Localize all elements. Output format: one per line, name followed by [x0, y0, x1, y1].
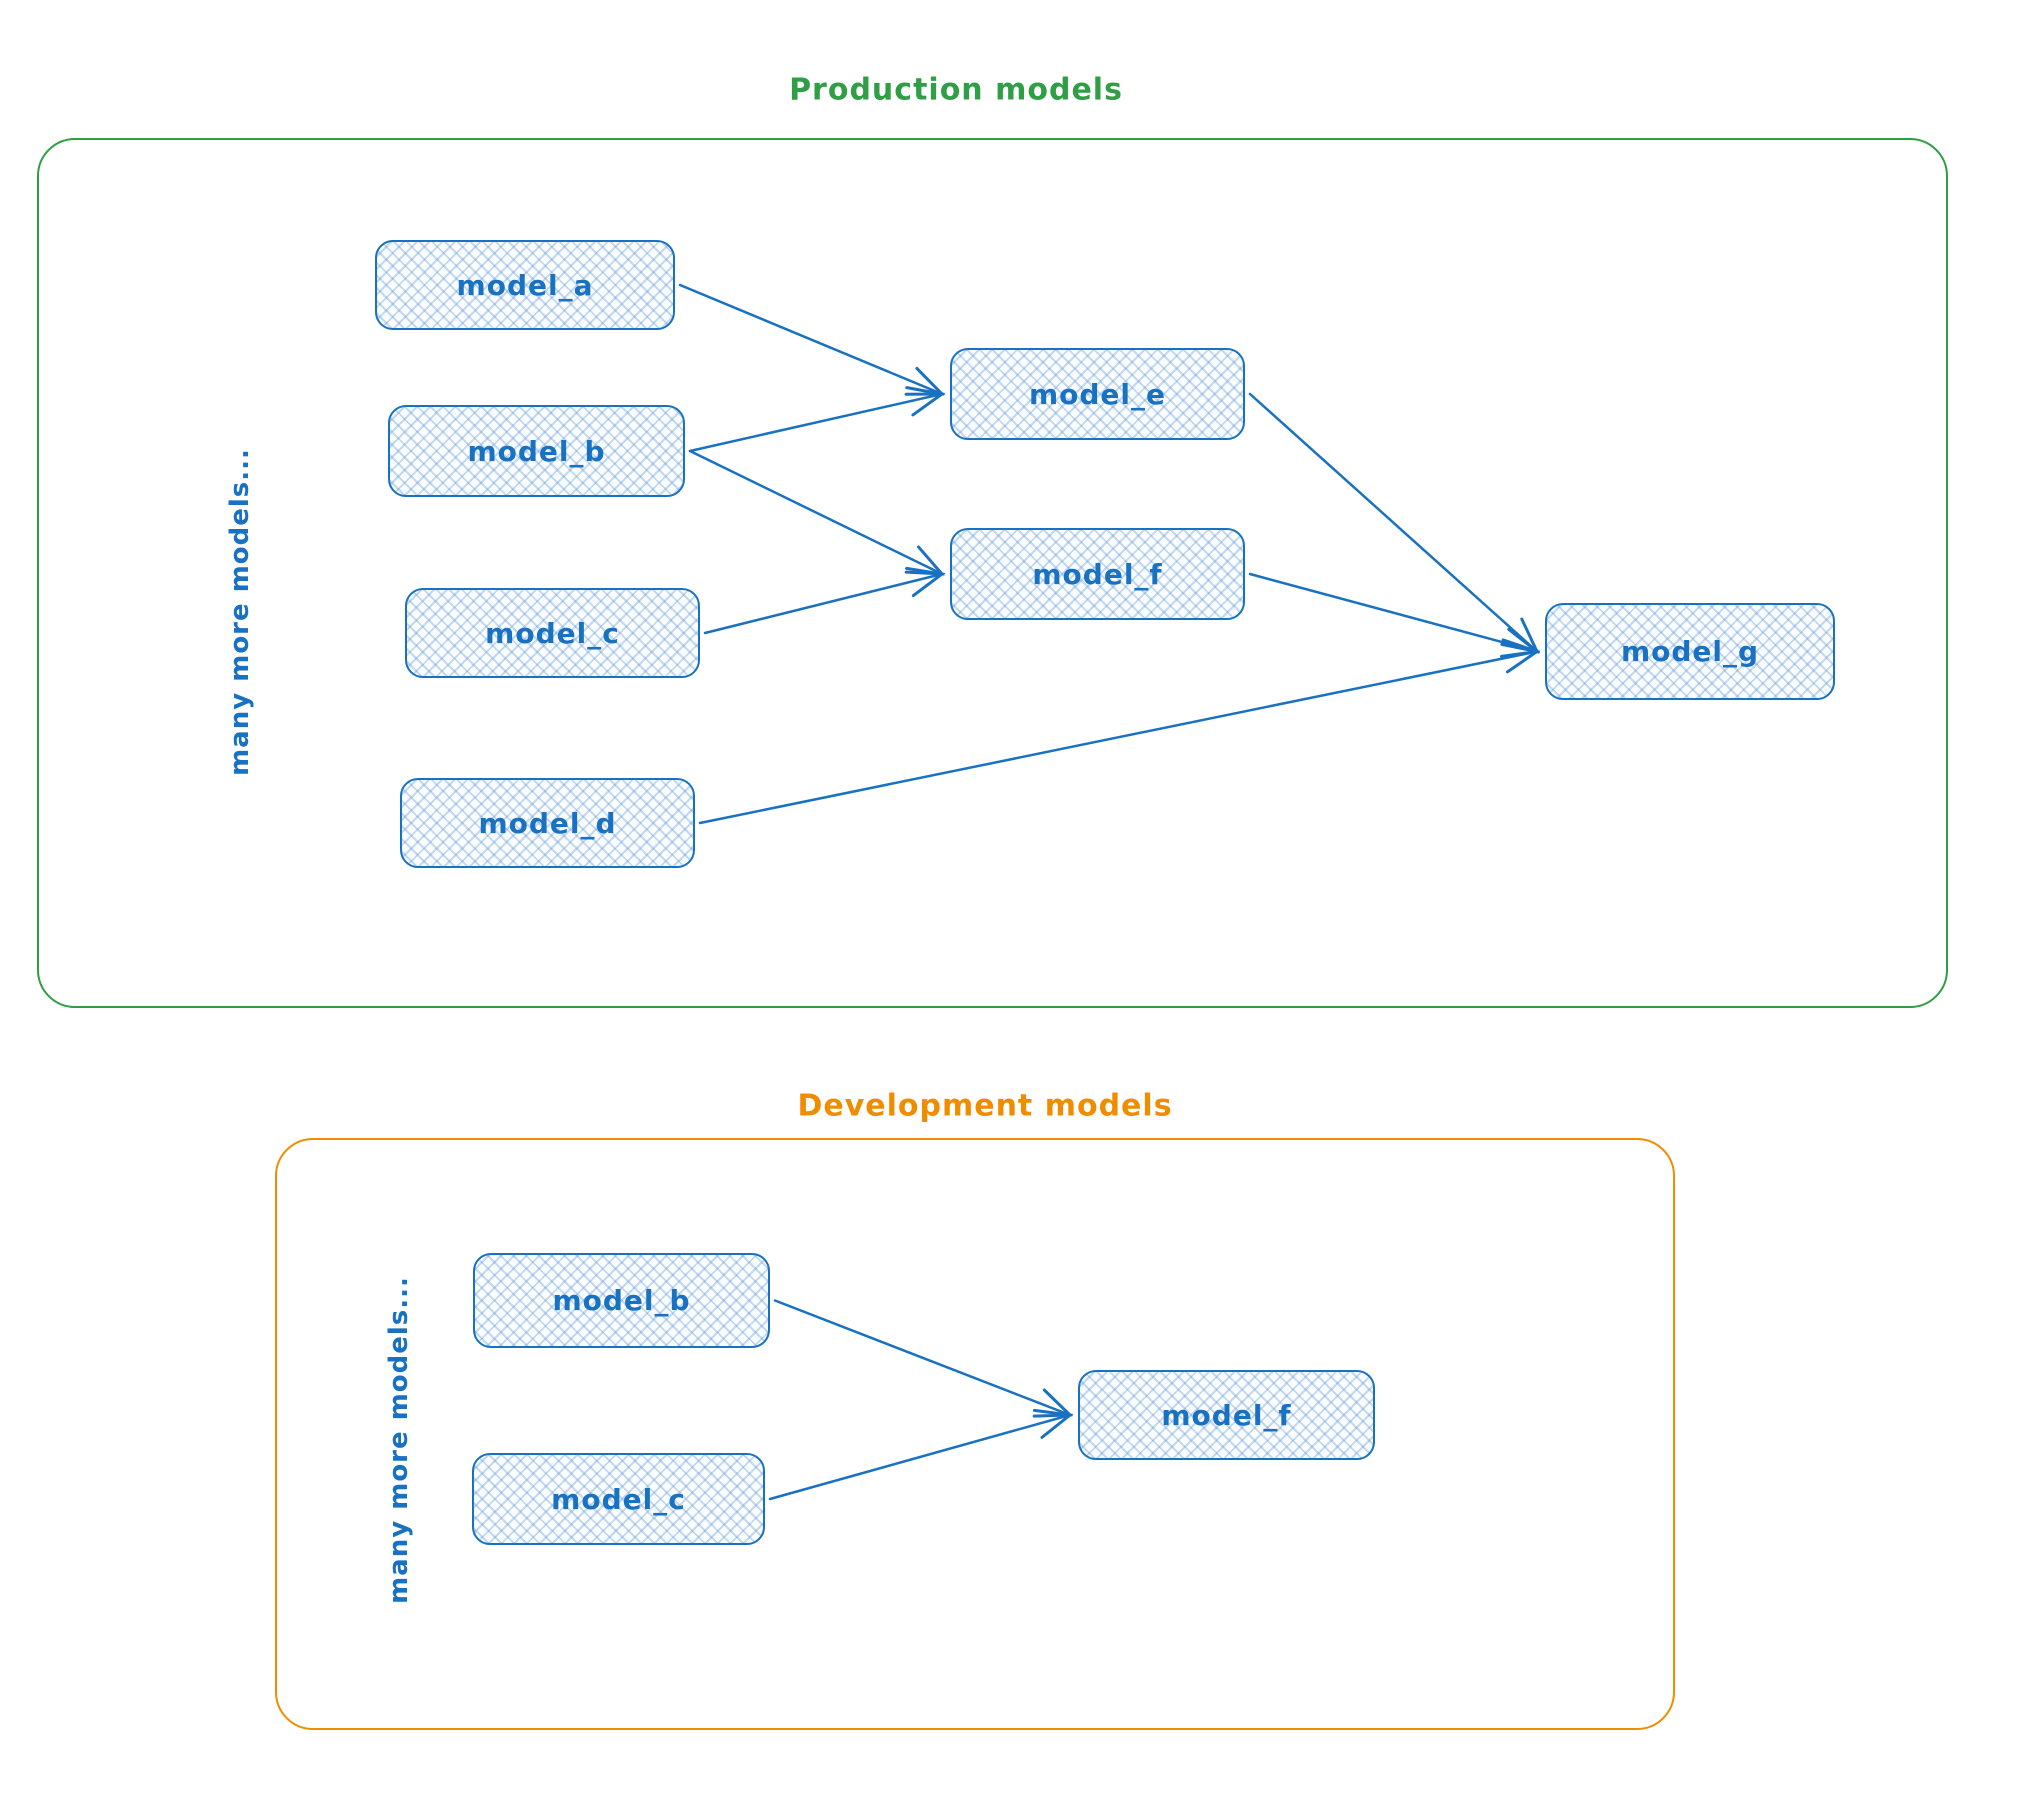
node-label: model_f — [1032, 557, 1163, 591]
development-side-label: many more models... — [384, 1276, 414, 1604]
node-production-model_g: model_g — [1545, 603, 1835, 700]
node-label: model_d — [478, 806, 617, 840]
node-label: model_g — [1620, 635, 1760, 668]
node-label: model_b — [552, 1284, 691, 1317]
node-label: model_b — [467, 434, 606, 468]
development-frame — [275, 1138, 1675, 1730]
node-production-model_c: model_c — [405, 588, 700, 678]
production-title: Production models — [789, 72, 1123, 108]
node-production-model_f: model_f — [950, 528, 1245, 620]
node-production-model_b: model_b — [388, 405, 685, 497]
production-side-label: many more models... — [225, 448, 255, 776]
node-development-model_c: model_c — [472, 1453, 765, 1545]
node-label: model_e — [1028, 377, 1167, 411]
node-development-model_f: model_f — [1078, 1370, 1375, 1460]
node-label: model_f — [1161, 1398, 1292, 1432]
node-production-model_e: model_e — [950, 348, 1245, 440]
node-label: model_c — [551, 1482, 686, 1516]
node-label: model_c — [485, 616, 620, 650]
production-frame — [37, 138, 1948, 1008]
node-production-model_a: model_a — [375, 240, 675, 330]
node-development-model_b: model_b — [473, 1253, 770, 1348]
node-production-model_d: model_d — [400, 778, 695, 868]
development-title: Development models — [797, 1088, 1173, 1124]
node-label: model_a — [456, 268, 594, 302]
